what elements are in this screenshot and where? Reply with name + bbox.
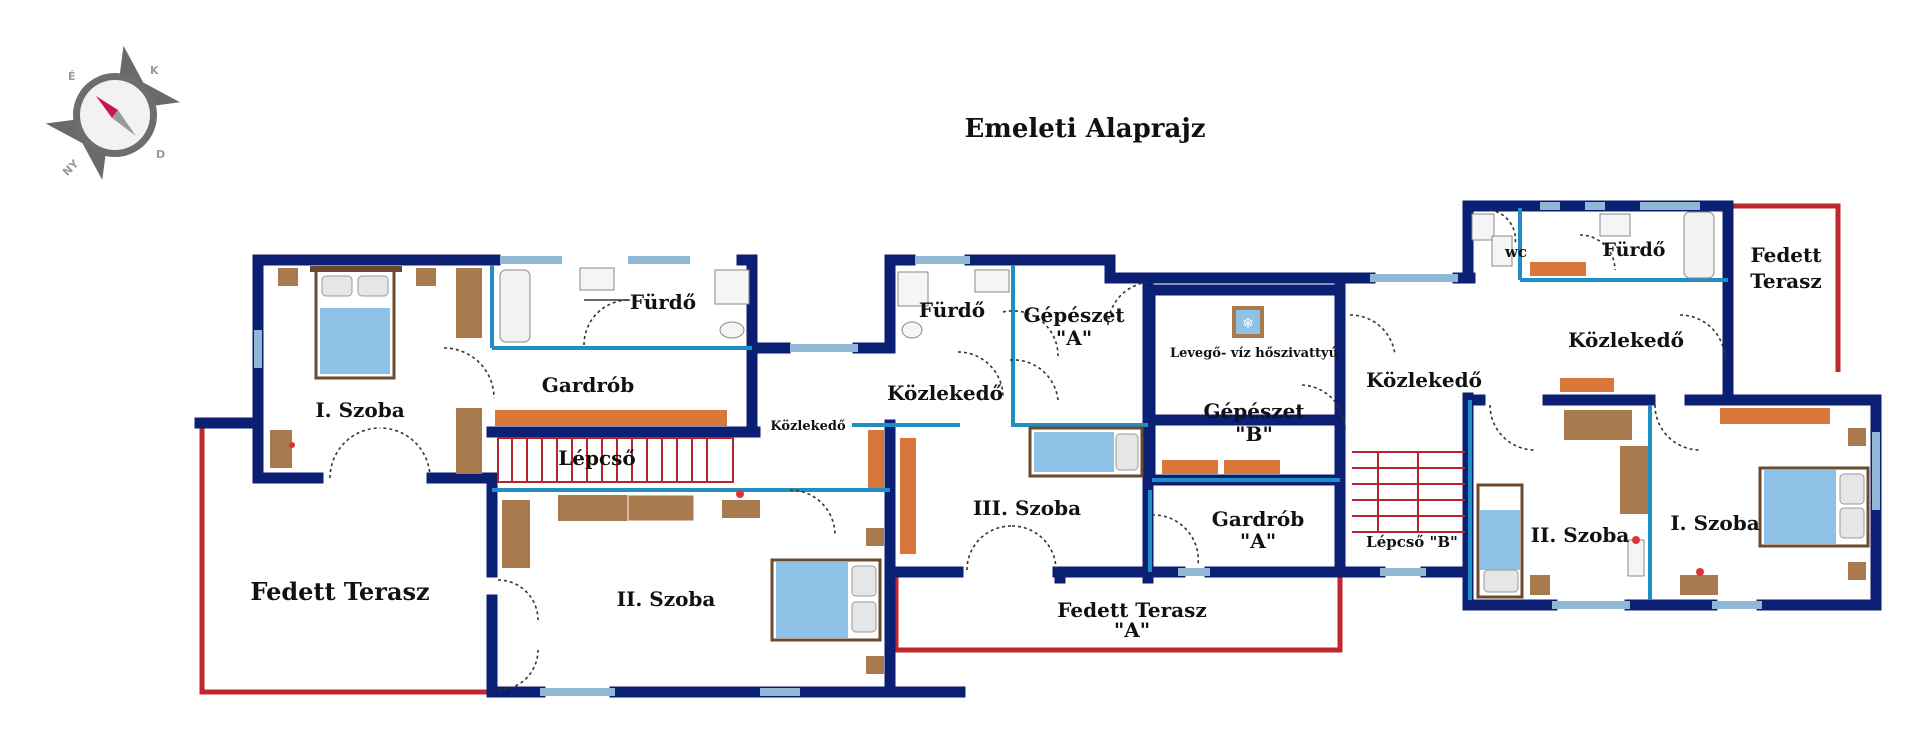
room-label-gardrob: Gardrób	[542, 373, 634, 397]
room-label-lepcso: Lépcső	[558, 446, 636, 470]
room-label-furdo-center: Fürdő	[919, 298, 985, 322]
room-label-furdo-left: Fürdő	[630, 290, 696, 314]
inner-walls	[490, 208, 1728, 600]
compass-east: K	[150, 64, 159, 77]
room-label-szoba2-left: II. Szoba	[617, 587, 716, 611]
doors	[329, 209, 1726, 691]
room-label-gepeszet-a-2: "A"	[1056, 326, 1092, 350]
room-label-szoba1-left: I. Szoba	[315, 398, 404, 422]
svg-text:❄: ❄	[1242, 316, 1254, 332]
compass-south: D	[156, 148, 165, 161]
room-label-gepeszet-b-1: Gépészet	[1203, 399, 1305, 423]
room-label-fedett-terasz-a-1: Fedett Terasz	[1057, 598, 1206, 622]
room-label-kozlekedo-center: Közlekedő	[887, 381, 1003, 405]
room-label-lepcso-b: Lépcső "B"	[1366, 533, 1458, 551]
room-label-kozlekedo-right2: Közlekedő	[1568, 328, 1684, 352]
stairs-main	[497, 437, 734, 483]
room-label-gepeszet-a-1: Gépészet	[1023, 303, 1125, 327]
room-label-gardrob-a-2: "A"	[1240, 529, 1276, 553]
room-label-wc: wc	[1504, 243, 1527, 261]
furniture: ❄	[270, 211, 1870, 674]
room-label-szoba1-right: I. Szoba	[1670, 511, 1759, 535]
room-label-fedett-terasz-right-2: Terasz	[1750, 269, 1821, 293]
room-label-furdo-right: Fürdő	[1603, 239, 1666, 261]
room-label-fedett-terasz-a-2: "A"	[1114, 618, 1150, 642]
room-label-kozlekedo-small: Közlekedő	[770, 419, 846, 434]
room-label-szoba3: III. Szoba	[973, 496, 1081, 520]
structural-walls	[884, 290, 1346, 692]
room-label-gardrob-a-1: Gardrób	[1212, 507, 1304, 531]
room-label-levego-viz: Levegő- víz hőszivattyú	[1170, 346, 1338, 361]
room-label-fedett-terasz-right-1: Fedett	[1750, 243, 1822, 267]
room-label-fedett-terasz-left: Fedett Terasz	[250, 577, 429, 606]
compass-icon: É K D NY	[45, 45, 181, 181]
plan-title: Emeleti Alaprajz	[964, 114, 1205, 144]
room-labels: I. Szoba Fürdő Gardrób Lépcső Közlekedő …	[250, 239, 1822, 642]
compass-west: NY	[60, 157, 82, 179]
windows	[254, 202, 1880, 696]
room-label-kozlekedo-right1: Közlekedő	[1366, 368, 1482, 392]
terrace-outlines	[199, 203, 1841, 695]
room-label-szoba2-right: II. Szoba	[1531, 523, 1630, 547]
stairs-b	[1352, 451, 1465, 533]
room-label-gepeszet-b-2: "B"	[1235, 422, 1273, 446]
compass-north: É	[68, 70, 76, 83]
